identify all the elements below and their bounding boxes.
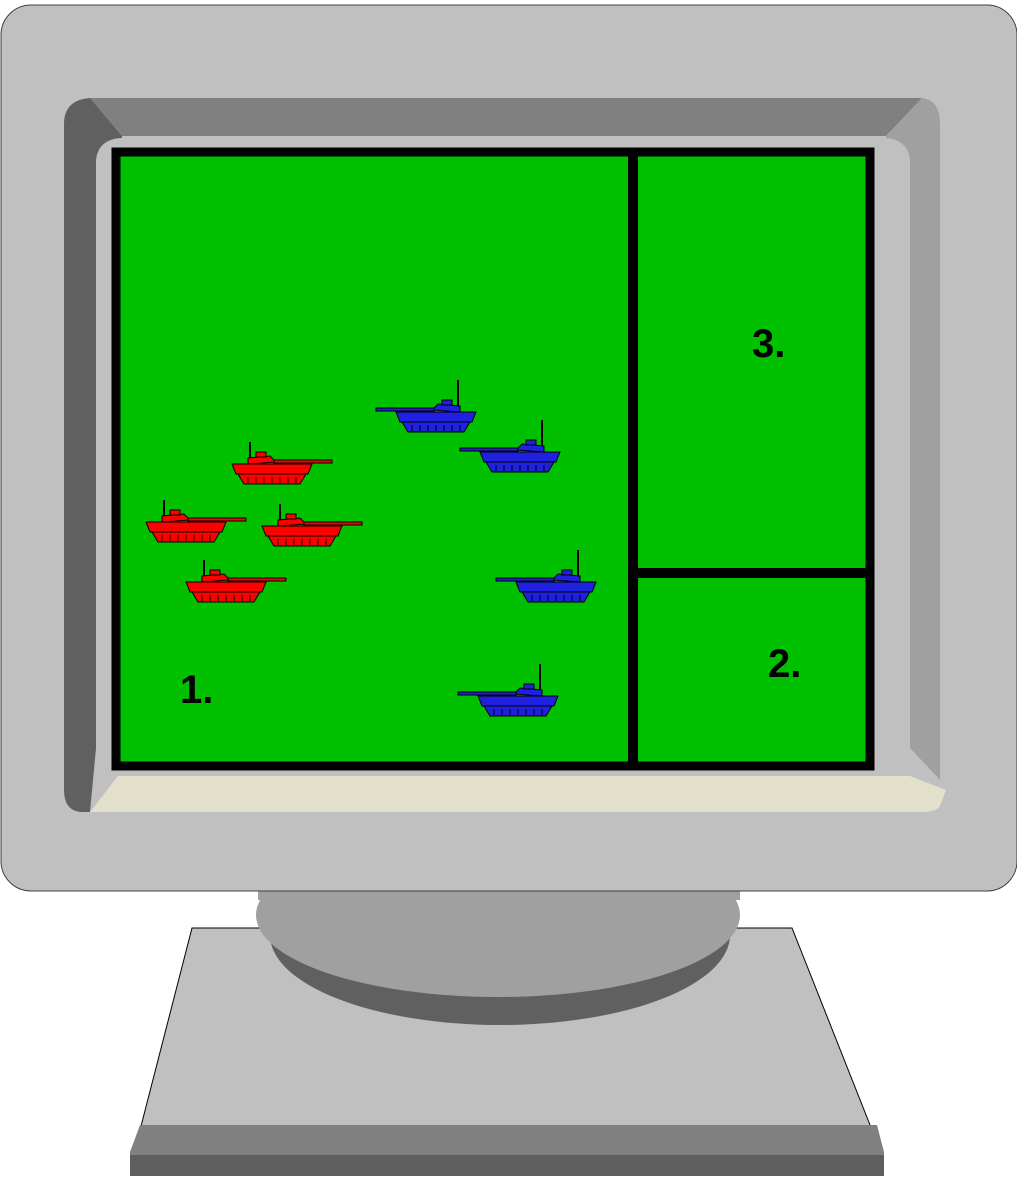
pane-1-label: 1. <box>180 670 213 710</box>
pane-3-label: 3. <box>752 324 785 364</box>
pane-2-label: 2. <box>768 644 801 684</box>
